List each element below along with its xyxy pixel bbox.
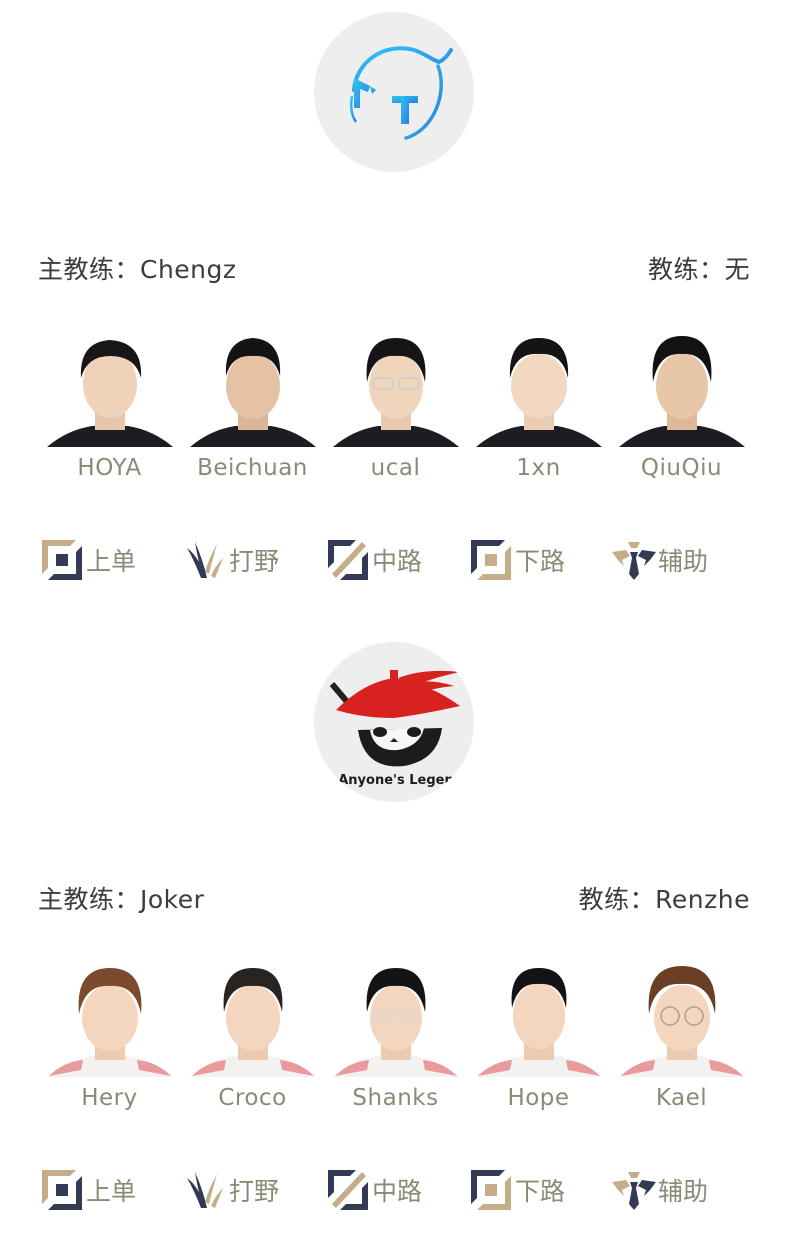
player-name: Beichuan bbox=[197, 455, 308, 481]
coach-label: 教练：无 bbox=[647, 255, 750, 284]
role-list: 上单 打野 中路 下路 bbox=[40, 1167, 760, 1213]
player-card[interactable]: Shanks bbox=[324, 964, 467, 1111]
role-mid: 中路 bbox=[326, 1167, 469, 1213]
player-card[interactable]: HOYA bbox=[38, 334, 181, 481]
player-list: Hery Croco Shanks Hope Kael bbox=[38, 964, 758, 1111]
player-portrait bbox=[618, 964, 745, 1077]
role-jungle: 打野 bbox=[183, 1167, 326, 1213]
player-portrait bbox=[189, 334, 316, 447]
player-portrait bbox=[475, 964, 602, 1077]
role-support: 辅助 bbox=[612, 1167, 755, 1213]
anyones-legend-logo-icon: Anyone's Legen bbox=[314, 642, 474, 802]
player-portrait bbox=[332, 334, 459, 447]
role-list: 上单 打野 中路 下路 bbox=[40, 537, 760, 583]
player-list: HOYA Beichuan ucal 1xn QiuQiu bbox=[38, 334, 758, 481]
player-name: HOYA bbox=[77, 455, 142, 481]
role-label: 辅助 bbox=[658, 547, 709, 576]
role-label: 中路 bbox=[372, 547, 423, 576]
role-label: 打野 bbox=[229, 547, 280, 576]
top-lane-icon bbox=[42, 540, 82, 580]
player-card[interactable]: ucal bbox=[324, 334, 467, 481]
player-name: QiuQiu bbox=[640, 455, 723, 481]
bot-lane-icon bbox=[471, 1170, 511, 1210]
role-top: 上单 bbox=[40, 1167, 183, 1213]
player-card[interactable]: Kael bbox=[610, 964, 753, 1111]
role-bot: 下路 bbox=[469, 1167, 612, 1213]
player-portrait bbox=[46, 964, 173, 1077]
role-label: 打野 bbox=[229, 1177, 280, 1206]
top-lane-icon bbox=[42, 1170, 82, 1210]
player-name: 1xn bbox=[516, 455, 561, 481]
player-portrait bbox=[475, 334, 602, 447]
player-portrait bbox=[189, 964, 316, 1077]
head-coach-label: 主教练：Chengz bbox=[38, 255, 237, 284]
team-logo-al: Anyone's Legen bbox=[314, 642, 474, 802]
tt-team-logo-icon bbox=[314, 12, 474, 172]
player-card[interactable]: Hery bbox=[38, 964, 181, 1111]
player-portrait bbox=[332, 964, 459, 1077]
head-coach-label: 主教练：Joker bbox=[38, 885, 205, 914]
player-card[interactable]: Hope bbox=[467, 964, 610, 1111]
role-label: 下路 bbox=[515, 1177, 566, 1206]
player-name: Kael bbox=[655, 1085, 708, 1111]
role-mid: 中路 bbox=[326, 537, 469, 583]
player-card[interactable]: Beichuan bbox=[181, 334, 324, 481]
player-card[interactable]: Croco bbox=[181, 964, 324, 1111]
mid-lane-icon bbox=[328, 540, 368, 580]
bot-lane-icon bbox=[471, 540, 511, 580]
role-label: 中路 bbox=[372, 1177, 423, 1206]
player-name: Croco bbox=[218, 1085, 287, 1111]
role-jungle: 打野 bbox=[183, 537, 326, 583]
player-name: Hope bbox=[507, 1085, 570, 1111]
role-bot: 下路 bbox=[469, 537, 612, 583]
coach-row: 主教练：Chengz 教练：无 bbox=[38, 248, 750, 288]
player-portrait bbox=[618, 334, 745, 447]
jungle-icon bbox=[187, 542, 223, 578]
player-card[interactable]: QiuQiu bbox=[610, 334, 753, 481]
role-label: 上单 bbox=[86, 547, 137, 576]
player-name: ucal bbox=[370, 455, 421, 481]
mid-lane-icon bbox=[328, 1170, 368, 1210]
player-portrait bbox=[46, 334, 173, 447]
svg-text:Anyone's Legen: Anyone's Legen bbox=[338, 773, 454, 788]
coach-label: 教练：Renzhe bbox=[578, 885, 750, 914]
jungle-icon bbox=[187, 1172, 223, 1208]
coach-row: 主教练：Joker 教练：Renzhe bbox=[38, 878, 750, 918]
role-label: 辅助 bbox=[658, 1177, 709, 1206]
player-name: Shanks bbox=[352, 1085, 439, 1111]
role-top: 上单 bbox=[40, 537, 183, 583]
support-icon bbox=[612, 1172, 656, 1210]
role-label: 上单 bbox=[86, 1177, 137, 1206]
role-label: 下路 bbox=[515, 547, 566, 576]
role-support: 辅助 bbox=[612, 537, 755, 583]
player-card[interactable]: 1xn bbox=[467, 334, 610, 481]
team-logo-tt bbox=[314, 12, 474, 172]
support-icon bbox=[612, 542, 656, 580]
player-name: Hery bbox=[81, 1085, 138, 1111]
